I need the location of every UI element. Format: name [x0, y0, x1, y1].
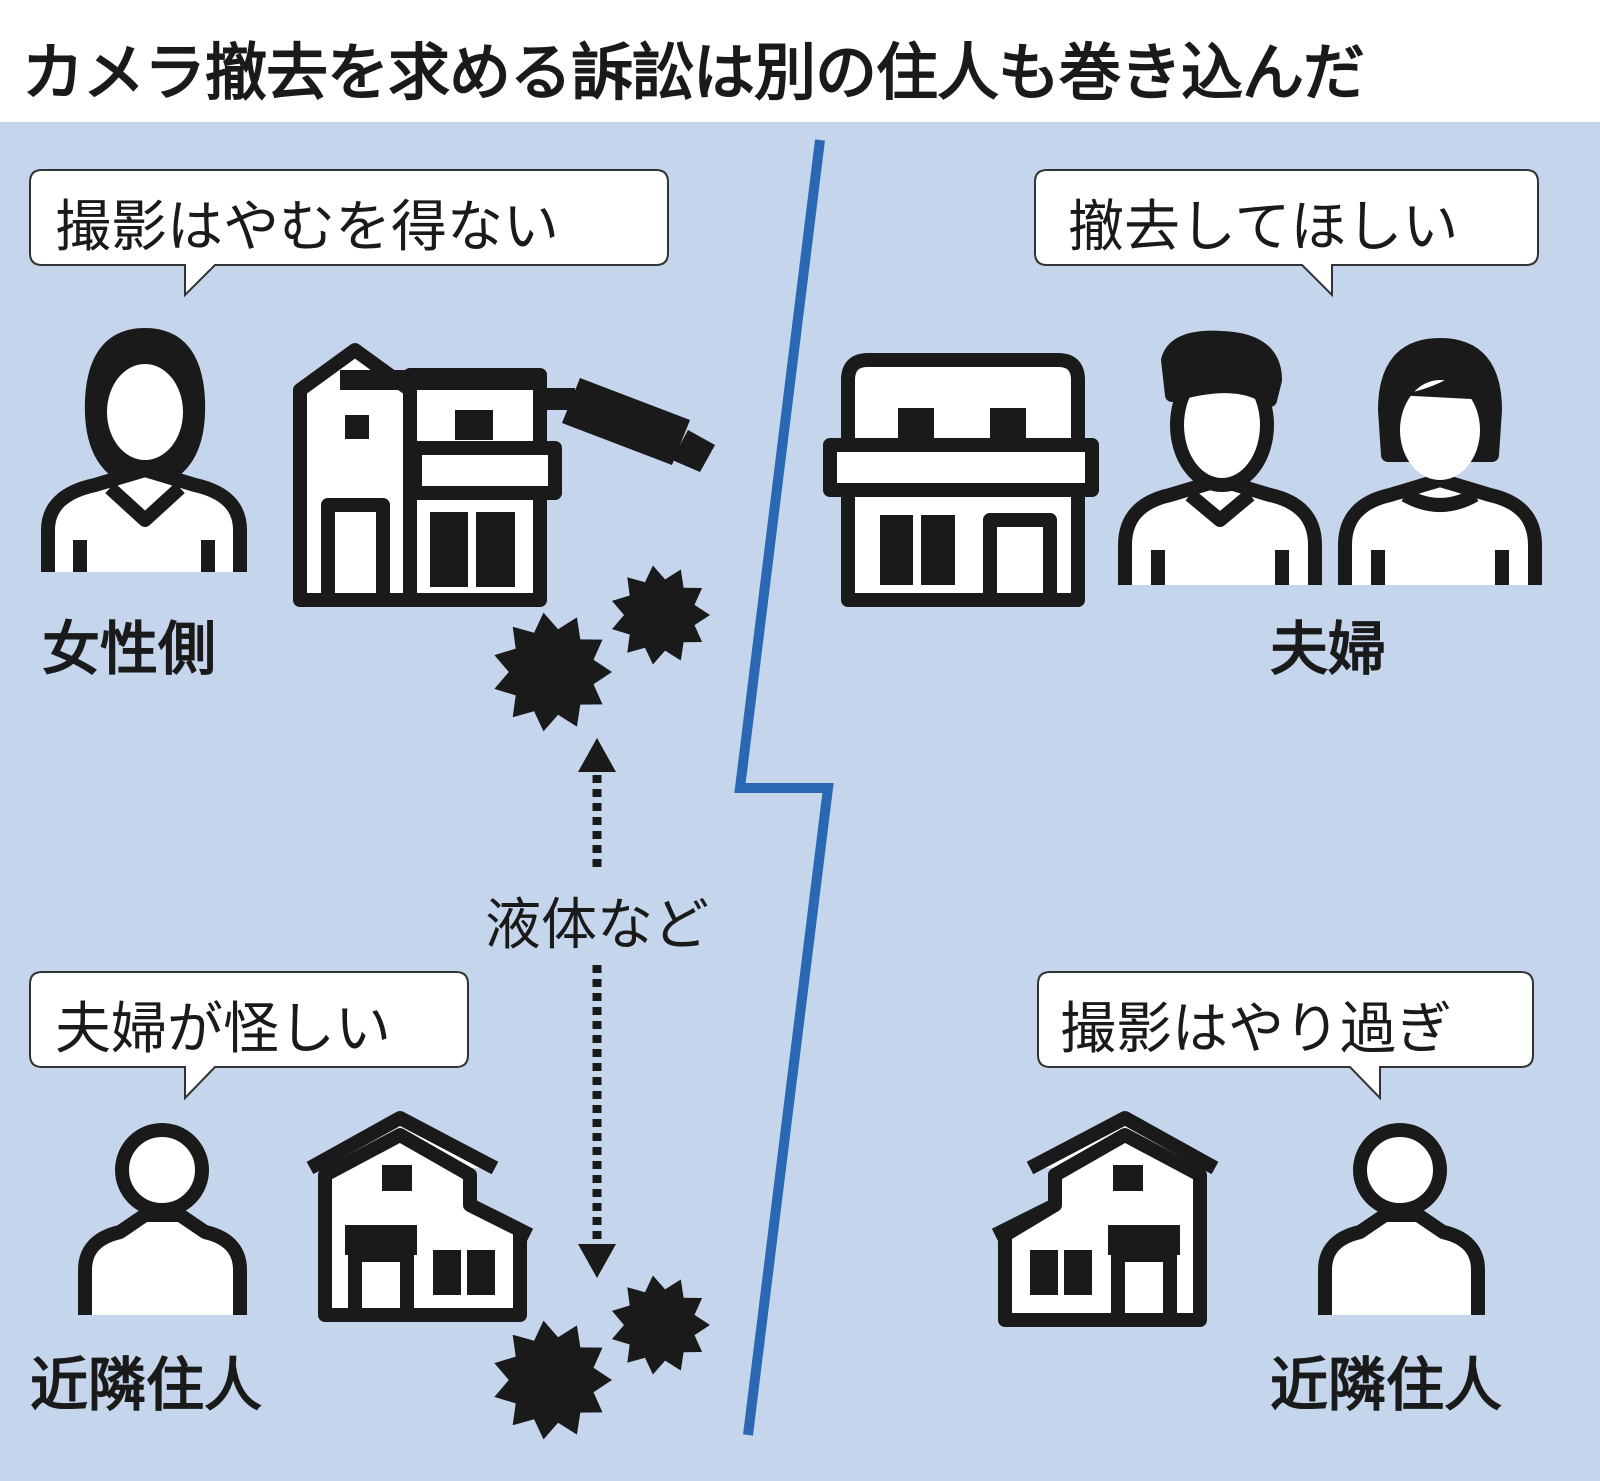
house-icon-left-bottom — [306, 1111, 534, 1322]
man-icon — [1118, 330, 1322, 585]
label-neighbor-left: 近隣住人 — [30, 1351, 263, 1419]
splat-icon — [612, 565, 710, 665]
person-icon-left-bottom — [78, 1123, 247, 1315]
label-woman-side: 女性側 — [42, 615, 217, 683]
bubble-text-left-bottom: 夫婦が怪しい — [55, 997, 391, 1062]
woman-icon — [41, 328, 247, 572]
diagram-title: カメラ撤去を求める訴訟は別の住人も巻き込んだ — [22, 36, 1365, 109]
splat-icon — [494, 1320, 612, 1440]
house-with-camera-icon — [293, 343, 562, 607]
bubble-text-right-top: 撤去してほしい — [1068, 195, 1459, 260]
speech-bubble-right-top — [1034, 169, 1539, 298]
speech-bubble-left-top — [29, 169, 669, 298]
bubble-text-right-bottom: 撮影はやり過ぎ — [1060, 997, 1452, 1062]
splat-icon — [612, 1275, 710, 1375]
speech-bubble-right-bottom — [1037, 971, 1534, 1101]
bubble-text-left-top: 撮影はやむを得ない — [55, 195, 559, 260]
splat-icon — [494, 612, 612, 732]
speech-bubble-left-bottom — [29, 971, 469, 1101]
dotted-arrow — [578, 738, 616, 1278]
divider-line — [734, 139, 834, 1436]
security-camera-icon — [545, 378, 715, 472]
label-neighbor-right: 近隣住人 — [1270, 1351, 1503, 1419]
label-couple: 夫婦 — [1270, 615, 1387, 683]
label-liquid: 液体など — [485, 893, 709, 958]
house-icon-right-top — [823, 353, 1099, 607]
person-icon-right-bottom — [1318, 1123, 1485, 1315]
house-icon-right-bottom — [991, 1111, 1219, 1327]
woman-icon-right — [1338, 338, 1542, 585]
